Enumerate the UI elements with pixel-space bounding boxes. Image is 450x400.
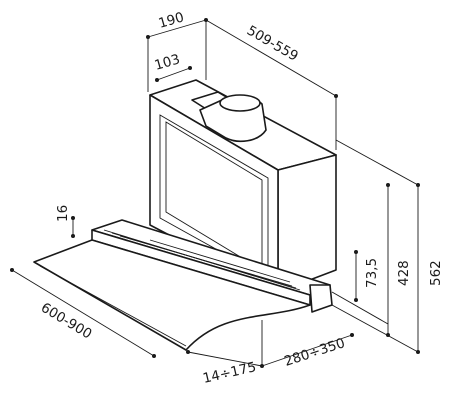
hood-body	[33, 79, 337, 351]
filter-tray	[91, 219, 333, 313]
dim-line-top-depth	[147, 19, 207, 38]
dim-ext-top	[335, 139, 419, 186]
dim-ext-bottom	[331, 304, 419, 353]
dim-dot	[186, 350, 190, 354]
visor-glass	[33, 239, 311, 351]
dim-line-base-depth	[261, 334, 353, 367]
visor-edge	[39, 265, 187, 347]
dim-dot	[416, 183, 420, 187]
label-mount-depth: 14÷175	[201, 359, 257, 387]
dim-dot	[350, 333, 354, 337]
dim-ext-mid	[331, 291, 389, 325]
tray-inner-line-3	[119, 235, 293, 287]
label-visor-thickness: 16	[55, 205, 71, 222]
dim-dot	[354, 298, 358, 302]
tray-end-block	[309, 284, 333, 313]
dim-dot	[71, 234, 75, 238]
label-front-height: 73,5	[364, 258, 380, 288]
label-base-depth: 280÷350	[282, 335, 347, 370]
duct-collar	[191, 91, 267, 143]
duct-collar-opening	[219, 94, 261, 112]
dim-dot	[71, 216, 75, 220]
dim-dot	[155, 78, 159, 82]
label-total-width: 600-900	[38, 300, 95, 343]
label-total-height: 562	[428, 260, 444, 286]
dim-dot	[152, 354, 156, 358]
dim-line-mount-depth	[187, 351, 263, 367]
label-duct-offset: 103	[153, 51, 182, 73]
dim-dot	[354, 250, 358, 254]
label-top-depth: 190	[157, 9, 186, 31]
dim-dot	[386, 183, 390, 187]
label-body-height: 428	[396, 260, 412, 286]
dim-line-top-width	[205, 19, 337, 97]
dim-dot	[188, 66, 192, 70]
dim-line-total-width	[11, 269, 155, 357]
dim-line-duct-offset	[156, 67, 191, 81]
dim-dot	[10, 268, 14, 272]
tray-inner-line-4	[149, 239, 291, 283]
dimension-lines	[10, 18, 420, 368]
